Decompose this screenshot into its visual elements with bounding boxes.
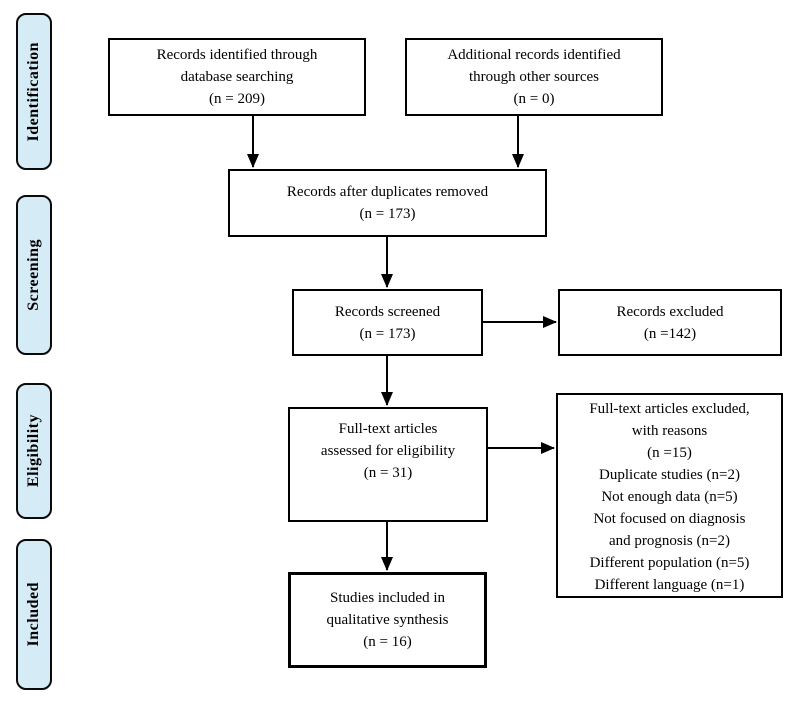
box-text-line: Full-text articles <box>338 421 438 437</box>
exclusion-reason: Not enough data (n=5) <box>601 489 738 505</box>
box-count: (n = 31) <box>363 465 413 481</box>
box-text-line: Full-text articles excluded, <box>589 401 750 417</box>
box-text-line: with reasons <box>631 423 708 439</box>
box-text-line: Records after duplicates removed <box>286 184 489 200</box>
box-records-screened: Records screened (n = 173) <box>292 289 483 356</box>
exclusion-reason: Not focused on diagnosis <box>593 511 746 527</box>
box-text-line: Records screened <box>334 303 441 320</box>
box-count: (n =142) <box>643 325 697 342</box>
box-records-excluded: Records excluded (n =142) <box>558 289 782 356</box>
stage-label-eligibility: Eligibility <box>16 383 52 519</box>
stage-label-included: Included <box>16 539 52 690</box>
box-studies-included: Studies included in qualitative synthesi… <box>288 572 487 668</box>
box-records-identified: Records identified through database sear… <box>108 38 366 116</box>
exclusion-reason: Duplicate studies (n=2) <box>599 467 740 483</box>
box-fulltext-excluded-reasons: Full-text articles excluded, with reason… <box>556 393 783 598</box>
box-text-line: qualitative synthesis <box>326 612 449 628</box>
box-text-line: through other sources <box>469 69 599 85</box>
box-count: (n = 0) <box>513 91 555 107</box>
exclusion-reason: Different population (n=5) <box>589 555 750 571</box>
box-count: (n = 173) <box>359 325 416 342</box>
box-text-line: Records excluded <box>616 303 724 320</box>
stage-label-text: Screening <box>25 239 42 311</box>
box-text-line: Records identified through <box>156 47 318 63</box>
box-text-line: Additional records identified <box>447 47 621 63</box>
stage-label-text: Included <box>25 582 42 647</box>
stage-label-identification: Identification <box>16 13 52 170</box>
box-count: (n = 173) <box>359 206 416 222</box>
box-after-duplicates-removed: Records after duplicates removed (n = 17… <box>228 169 547 237</box>
box-additional-records: Additional records identified through ot… <box>405 38 663 116</box>
stage-label-text: Eligibility <box>25 414 42 488</box>
box-text-line: Studies included in <box>330 590 445 606</box>
box-fulltext-assessed: Full-text articles assessed for eligibil… <box>288 407 488 522</box>
box-count: (n =15) <box>647 445 692 461</box>
stage-label-screening: Screening <box>16 195 52 355</box>
box-text-line: assessed for eligibility <box>320 443 456 459</box>
stage-label-text: Identification <box>25 41 42 142</box>
box-count: (n = 16) <box>363 634 412 650</box>
exclusion-reason: and prognosis (n=2) <box>609 533 730 549</box>
box-count: (n = 209) <box>209 91 265 107</box>
box-text-line: database searching <box>180 69 294 85</box>
exclusion-reason: Different language (n=1) <box>594 577 745 593</box>
